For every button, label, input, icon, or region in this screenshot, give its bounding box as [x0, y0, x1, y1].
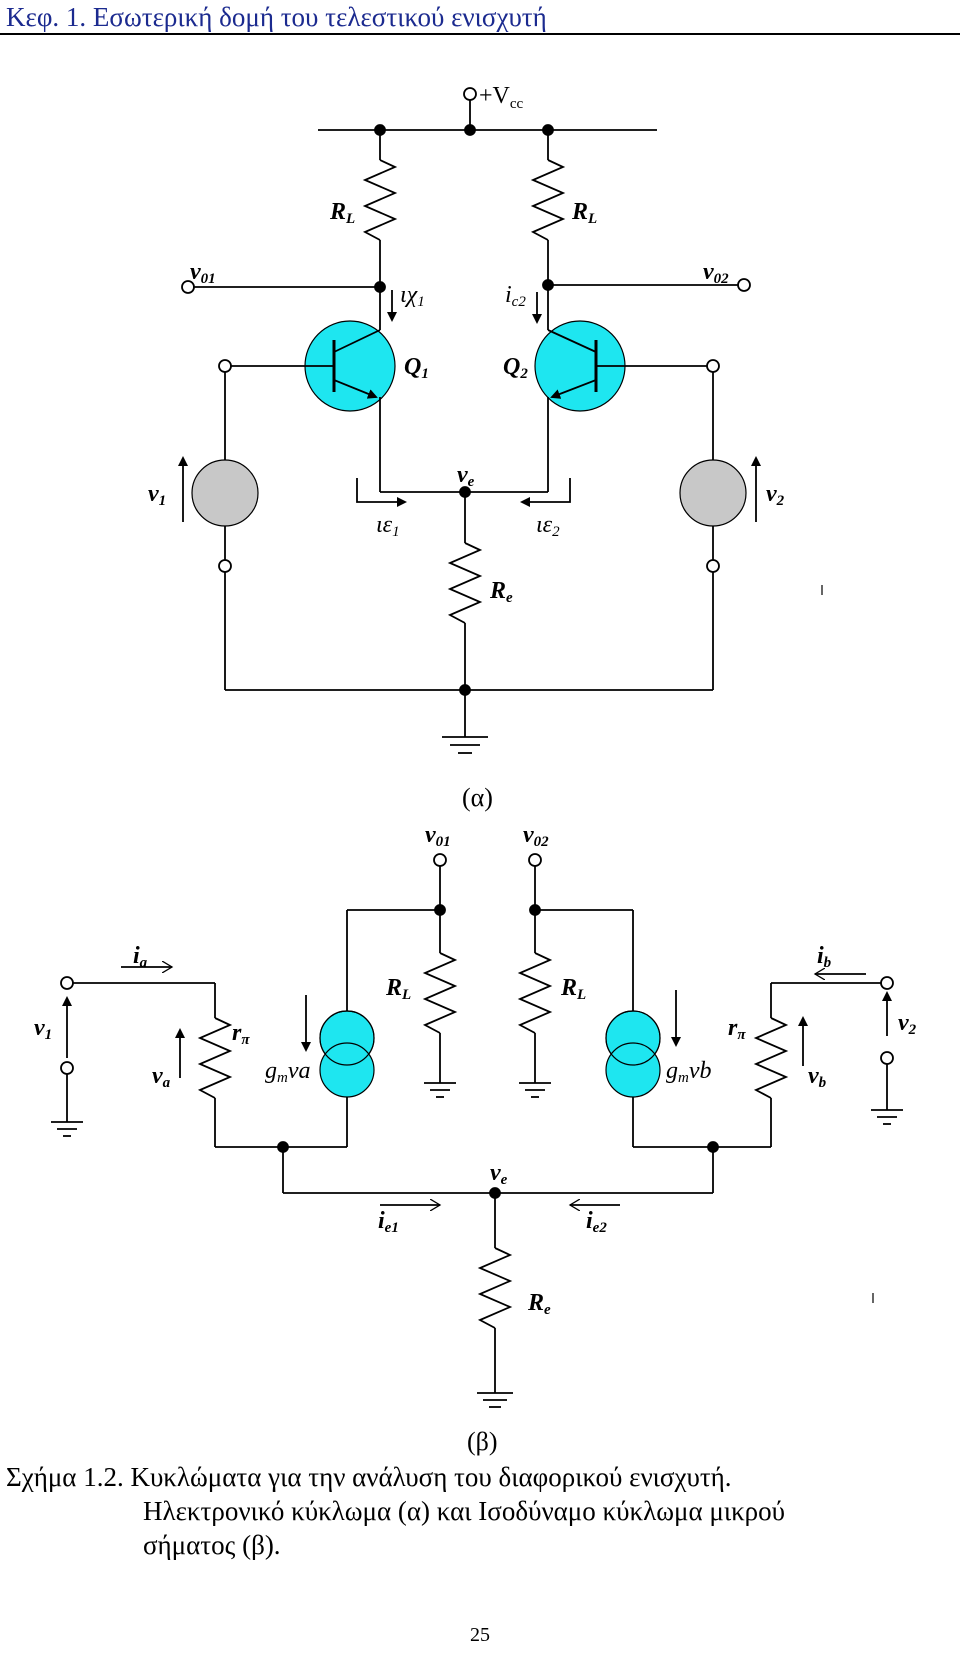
rpi-right-label: rπ	[728, 1015, 746, 1043]
re-label-a: Re	[489, 578, 513, 606]
ve-label-a: ve	[457, 462, 475, 490]
circuit-a-label: (α)	[462, 783, 493, 812]
circuit-figure: +Vcc RL RL v01 v02 ιχ1 ic2 Q1 Q2 v1 v2 v…	[34, 83, 917, 1456]
resistor-rl-left-b	[422, 952, 458, 1034]
rl-left-label: RL	[329, 199, 355, 227]
base-terminal-q2	[706, 359, 720, 373]
ie2-label-b: ie2	[586, 1208, 607, 1236]
ve-label-b: ve	[490, 1160, 508, 1188]
ground-rl-left	[424, 1082, 456, 1098]
rl-right-label-b: RL	[560, 975, 586, 1003]
page-number: 25	[470, 1624, 490, 1646]
circuit-b	[51, 853, 903, 1408]
v02-terminal-b	[528, 853, 542, 867]
caption-line-1: Σχήμα 1.2. Κυκλώματα για την ανάλυση του…	[6, 1462, 732, 1492]
resistor-rpi-left	[197, 1017, 233, 1099]
resistor-rpi-right	[753, 1017, 789, 1099]
q2-label: Q2	[503, 354, 528, 382]
vcc-label: +Vcc	[479, 83, 524, 112]
ic1-label: ιχ1	[400, 282, 425, 310]
v2-label-b: v2	[898, 1010, 917, 1038]
ground-rl-right	[519, 1082, 551, 1098]
labels-a: +Vcc RL RL v01 v02 ιχ1 ic2 Q1 Q2 v1 v2 v…	[148, 83, 785, 812]
v2-terminal-bottom-b	[880, 1051, 894, 1065]
v1-terminal-top-b	[60, 976, 74, 990]
labels-b: v01 v02 ia ib v1 v2 va vb rπ rπ gmva gmv…	[34, 822, 917, 1456]
figure-caption: Σχήμα 1.2. Κυκλώματα για την ανάλυση του…	[6, 1460, 951, 1562]
ie1-label-a: ιε1	[376, 512, 400, 540]
caption-line-2: Ηλεκτρονικό κύκλωμα (α) και Ισοδύναμο κύ…	[143, 1496, 786, 1526]
rl-right-label: RL	[571, 199, 597, 227]
v02-terminal	[737, 278, 751, 292]
source-v2	[679, 459, 747, 527]
resistor-re-a	[447, 542, 483, 624]
v02-label: v02	[703, 259, 729, 287]
gm-va-label: gmva	[265, 1058, 311, 1086]
resistor-rl-right-b	[517, 952, 553, 1034]
ib-label: ib	[817, 943, 832, 971]
ie2-label-a: ιε2	[536, 512, 560, 540]
vcc-terminal	[463, 87, 477, 101]
rpi-left-label: rπ	[232, 1020, 250, 1048]
current-source-gm-vb	[605, 1010, 661, 1098]
ground-v1	[51, 1121, 83, 1137]
circuit-b-label: (β)	[467, 1427, 498, 1456]
ground-v2	[871, 1109, 903, 1125]
q1-label: Q1	[404, 354, 429, 382]
v1-label-b: v1	[34, 1015, 52, 1043]
ground-a	[442, 736, 488, 754]
re-label-b: Re	[527, 1290, 551, 1318]
ie1-label-b: ie1	[378, 1208, 399, 1236]
header-rule	[0, 33, 960, 35]
vb-label: vb	[808, 1063, 827, 1091]
v01-terminal-b	[433, 853, 447, 867]
ground-b	[477, 1392, 513, 1408]
v1-terminal-bottom-b	[60, 1061, 74, 1075]
base-terminal-q1	[218, 359, 232, 373]
ia-label: ia	[133, 943, 148, 971]
v01-terminal	[181, 280, 195, 294]
gm-vb-label: gmvb	[666, 1058, 712, 1086]
page-header: Κεφ. 1. Εσωτερική δομή του τελεστικού εν…	[6, 2, 547, 32]
v2-terminal-top-b	[880, 976, 894, 990]
v1-label-a: v1	[148, 481, 166, 509]
v01-label-b: v01	[425, 822, 451, 850]
resistor-re-b	[477, 1247, 513, 1329]
v01-label: v01	[190, 259, 216, 287]
va-label: va	[152, 1063, 171, 1091]
circuit-a	[178, 87, 823, 754]
source-v1	[191, 459, 259, 527]
resistor-rl-left	[362, 159, 398, 241]
resistor-rl-right	[530, 159, 566, 241]
v02-label-b: v02	[523, 822, 549, 850]
current-source-gm-va	[319, 1010, 375, 1098]
rl-left-label-b: RL	[385, 975, 411, 1003]
ic2-label: ic2	[505, 282, 526, 310]
caption-line-3: σήματος (β).	[143, 1530, 281, 1560]
v2-label-a: v2	[766, 481, 785, 509]
